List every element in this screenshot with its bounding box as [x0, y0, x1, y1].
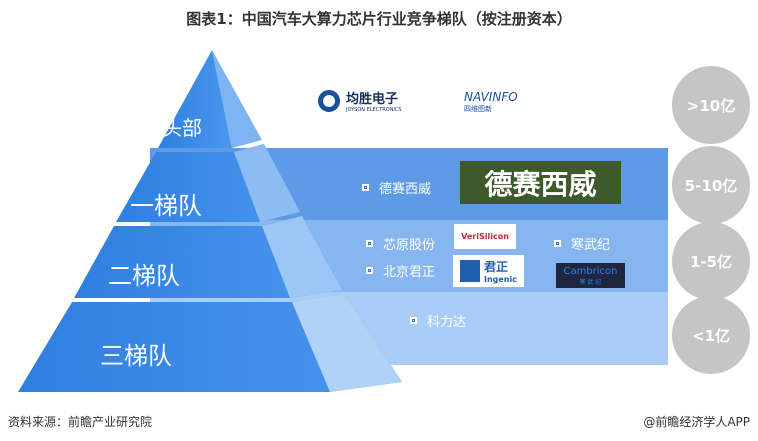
capital-badge-1: 5-10亿	[672, 146, 750, 224]
company-ingenic: 北京君正	[366, 261, 435, 280]
ingenic-logo-sub: Ingenic	[483, 275, 517, 284]
pyramid-layer-1	[116, 144, 300, 222]
company-desay: 德赛西威	[362, 178, 431, 197]
tier-label-top: 头部	[162, 116, 202, 140]
logo-navinfo: NAVINFO 四维图新	[464, 90, 518, 114]
company-cambricon: 寒武纪	[554, 234, 610, 253]
company-verisilicon: 芯原股份	[366, 234, 435, 253]
capital-badge-top: >10亿	[672, 66, 750, 144]
capital-badge-3: <1亿	[672, 296, 750, 374]
tier-label-1: 一梯队	[130, 192, 202, 220]
chart-title: 图表1：中国汽车大算力芯片行业竞争梯队（按注册资本）	[186, 10, 572, 28]
navinfo-logo-text: NAVINFO	[464, 90, 518, 104]
credit-note: @前瞻经济学人APP	[643, 415, 750, 429]
logo-verisilicon: VeriSilicon	[454, 224, 516, 249]
pyramid	[18, 50, 402, 392]
joyson-logo-sub: JOYSON ELECTRONICS	[346, 107, 402, 113]
pyramid-layer-top	[158, 50, 262, 148]
cambricon-logo-text: Cambricon	[563, 265, 618, 277]
joyson-logo-text: 均胜电子	[346, 92, 399, 107]
bullet-icon	[366, 267, 373, 274]
pyramid-layer-3	[18, 294, 402, 392]
bullet-icon	[554, 240, 561, 247]
company-name: 北京君正	[383, 265, 436, 280]
cambricon-logo-sub: 寒 武 纪	[579, 278, 602, 286]
tier-label-2: 二梯队	[108, 262, 180, 290]
source-note: 资料来源：前瞻产业研究院	[8, 415, 153, 429]
joyson-logo-icon	[318, 89, 340, 112]
company-name: 科力达	[427, 315, 467, 330]
navinfo-logo-sub: 四维图新	[464, 105, 492, 113]
logo-desay: 德赛西威	[460, 161, 621, 204]
pyramid-layer-2	[74, 216, 342, 298]
company-kelida: 科力达	[410, 311, 466, 330]
bullet-icon	[366, 240, 373, 247]
company-name: 德赛西威	[379, 182, 432, 197]
ingenic-logo-text: 君正	[483, 260, 508, 274]
company-name: 芯原股份	[383, 238, 436, 253]
tier-label-3: 三梯队	[100, 342, 172, 370]
bullet-icon	[410, 317, 417, 324]
ingenic-logo-icon	[459, 260, 480, 282]
company-name: 寒武纪	[571, 238, 611, 253]
bullet-icon	[362, 184, 369, 191]
capital-badge-2: 1-5亿	[672, 222, 750, 300]
